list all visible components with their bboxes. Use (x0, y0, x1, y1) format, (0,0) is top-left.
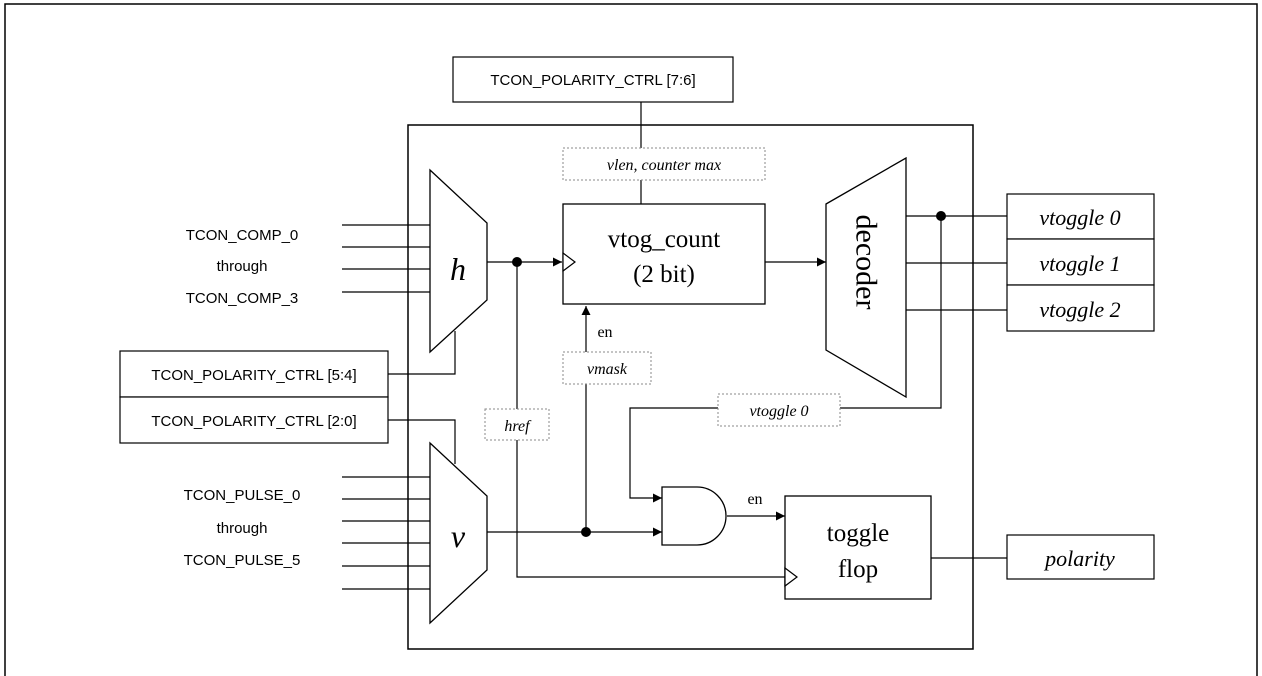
href-label: href (504, 418, 532, 435)
flop-clock-marker-overlay (784, 566, 798, 588)
pulse-first-label: TCON_PULSE_0 (184, 487, 301, 504)
comp-last-label: TCON_COMP_3 (186, 290, 299, 307)
vtoggle0-feedback-label: vtoggle 0 (749, 403, 808, 420)
polarity-ctrl-top-label: TCON_POLARITY_CTRL [7:6] (490, 72, 695, 89)
href-label-box (484, 408, 550, 441)
vtoggle0-feedback-label-box (717, 393, 841, 427)
mux-v-label: v (451, 518, 466, 554)
vmask-label-box (562, 351, 652, 385)
decoder-block (825, 156, 907, 399)
decoder-label: decoder (850, 215, 883, 310)
wire-vtoggle0-feedback (629, 216, 942, 503)
pulse-last-label: TCON_PULSE_5 (184, 552, 301, 569)
vtoggle2-output-label: vtoggle 2 (1039, 297, 1120, 322)
mux-v (429, 441, 488, 625)
polarity-ctrl-v-label: TCON_POLARITY_CTRL [2:0] (151, 413, 356, 430)
wire-href-to-flop (516, 262, 785, 578)
polarity-output-box (1006, 534, 1155, 580)
mux-h (429, 168, 488, 354)
vmask-label: vmask (587, 361, 628, 378)
polarity-ctrl-v-box (119, 396, 389, 444)
main-block (407, 124, 974, 650)
vtog-count-width-label: (2 bit) (633, 261, 695, 288)
polarity-output-label: polarity (1043, 546, 1115, 571)
polarity-ctrl-top-box (452, 56, 734, 103)
toggle-flop-label-2: flop (838, 556, 878, 583)
wire-ctrl-v-to-mux (388, 419, 456, 464)
polarity-ctrl-h-label: TCON_POLARITY_CTRL [5:4] (151, 367, 356, 384)
vtog-count-label: vtog_count (608, 226, 721, 253)
vtoggle0-output-box (1006, 193, 1155, 240)
and-gate (661, 486, 727, 546)
outer-frame (4, 3, 1258, 676)
counter-clock-marker (562, 251, 576, 273)
comp-first-label: TCON_COMP_0 (186, 227, 299, 244)
vtoggle1-output-label: vtoggle 1 (1039, 251, 1120, 276)
counter-en-label: en (597, 324, 612, 341)
vtoggle1-output-box (1006, 238, 1155, 286)
vlen-label-box (562, 147, 766, 181)
toggle-flop-label: toggle (827, 520, 890, 547)
vtoggle2-output-box (1006, 284, 1155, 332)
wire-ctrl-h-to-mux (388, 331, 456, 375)
vtoggle0-output-label: vtoggle 0 (1039, 205, 1120, 230)
pulse-through-label: through (217, 520, 268, 537)
toggle-flop-block (784, 495, 932, 600)
vlen-label: vlen, counter max (607, 157, 721, 174)
comp-through-label: through (217, 258, 268, 275)
mux-h-label: h (450, 251, 466, 287)
vtog-count-block (562, 203, 766, 305)
flop-en-label: en (747, 491, 762, 508)
